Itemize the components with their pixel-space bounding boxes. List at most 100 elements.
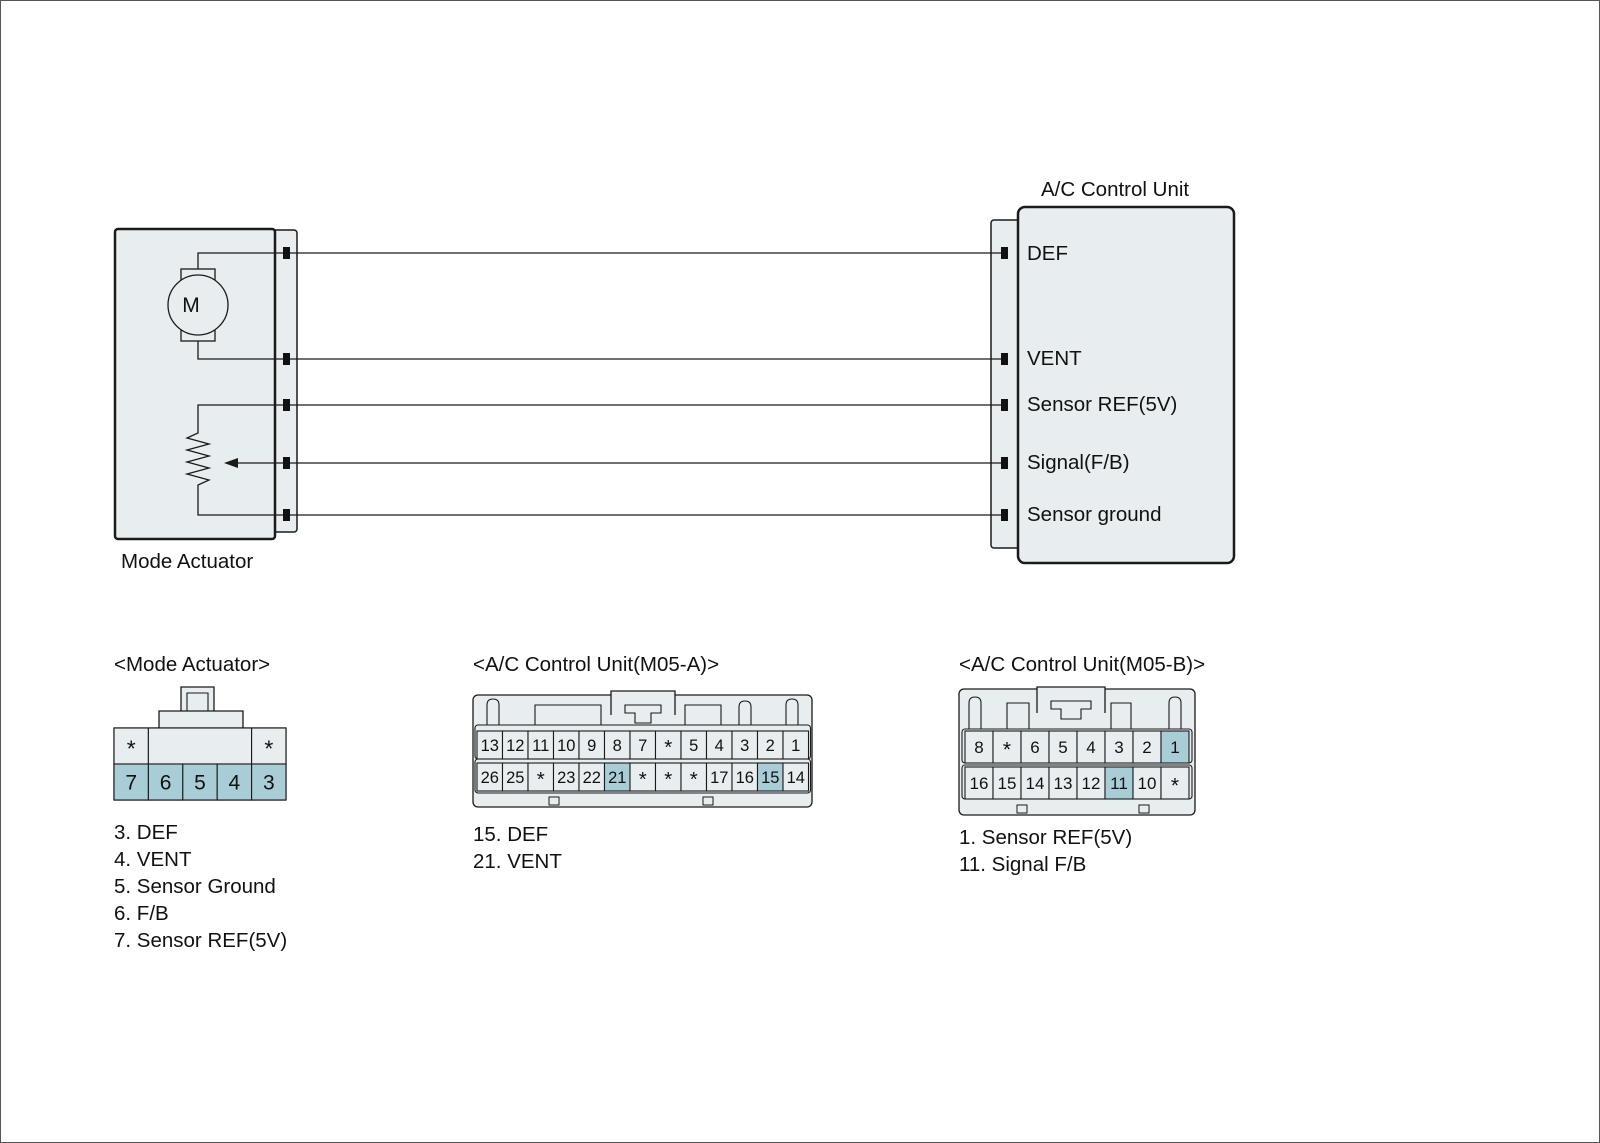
pin-number: 12 xyxy=(1082,774,1101,793)
pin-cell xyxy=(756,762,784,792)
pin-cell xyxy=(113,763,149,801)
pin-cell xyxy=(1160,766,1190,800)
pin-cell xyxy=(527,730,555,760)
pin-number: 17 xyxy=(710,769,728,787)
pin-cell xyxy=(216,763,253,801)
pin-cell xyxy=(964,766,994,800)
pin-number: 22 xyxy=(583,769,601,787)
legend-item: 7. Sensor REF(5V) xyxy=(114,929,288,952)
pin-number: 14 xyxy=(787,769,805,787)
pin-cell xyxy=(680,762,708,792)
control-unit-terminal xyxy=(1001,509,1008,521)
pin-number: 2 xyxy=(1142,738,1151,757)
control-unit-component xyxy=(990,205,1236,565)
pin-cell xyxy=(654,730,682,760)
pin-number: * xyxy=(264,735,273,761)
pin-number: 1 xyxy=(791,737,800,755)
pin-number: 7 xyxy=(638,737,647,755)
pin-number: 5 xyxy=(194,772,206,795)
pin-cell xyxy=(147,763,184,801)
pin-number: 5 xyxy=(689,737,698,755)
legend-item: 3. DEF xyxy=(114,821,178,844)
pin-number: 3 xyxy=(263,772,275,795)
pin-number: 3 xyxy=(1114,738,1123,757)
control-unit-terminal xyxy=(1001,457,1008,469)
pin-number: 16 xyxy=(736,769,754,787)
mode-actuator-pin-legend: 3. DEF 4. VENT 5. Sensor Ground 6. F/B 7… xyxy=(114,819,287,954)
control-unit-pin-vent: VENT xyxy=(1027,347,1082,370)
mode-actuator-connector-title: <Mode Actuator> xyxy=(114,653,271,676)
pin-cell xyxy=(182,763,218,801)
pin-number: 25 xyxy=(506,769,524,787)
pin-cell xyxy=(113,727,149,765)
pin-cell xyxy=(251,763,287,801)
legend-item: 1. Sensor REF(5V) xyxy=(959,826,1133,849)
pin-cell xyxy=(527,762,555,792)
pin-number: * xyxy=(1171,774,1179,797)
pin-cell xyxy=(705,730,733,760)
pin-number: 7 xyxy=(125,772,137,795)
actuator-terminal xyxy=(283,399,290,411)
legend-item: 4. VENT xyxy=(114,848,192,871)
pin-number: 16 xyxy=(970,774,989,793)
pin-number: 23 xyxy=(557,769,575,787)
legend-item: 15. DEF xyxy=(473,823,549,846)
m05b-connector-title: <A/C Control Unit(M05-B)> xyxy=(959,653,1206,676)
control-unit-pin-sensor-ground: Sensor ground xyxy=(1027,503,1162,526)
control-unit-pin-signal: Signal(F/B) xyxy=(1027,451,1130,474)
control-unit-connector-strip xyxy=(990,219,1022,549)
pin-cell xyxy=(1020,766,1050,800)
actuator-label: Mode Actuator xyxy=(121,550,254,573)
pin-number: 11 xyxy=(1110,774,1128,793)
pin-cell xyxy=(1104,730,1134,764)
pin-number: 8 xyxy=(974,738,983,757)
legend-item: 11. Signal F/B xyxy=(959,853,1087,876)
wires xyxy=(290,252,1001,516)
pin-cell xyxy=(578,730,606,760)
m05a-pin-legend: 15. DEF 21. VENT xyxy=(473,821,562,875)
pin-number: 11 xyxy=(532,737,549,755)
pin-number: 10 xyxy=(1138,774,1157,793)
pin-cell xyxy=(501,730,529,760)
pin-cell xyxy=(731,762,759,792)
pin-cell xyxy=(1048,730,1078,764)
legend-item: 5. Sensor Ground xyxy=(114,875,276,898)
pin-number: * xyxy=(639,768,647,791)
legend-item: 21. VENT xyxy=(473,850,562,873)
pin-number: 5 xyxy=(1058,738,1067,757)
pin-number: 9 xyxy=(587,737,596,755)
pin-number: * xyxy=(127,735,136,761)
pin-cell xyxy=(992,730,1022,764)
pin-number: 10 xyxy=(557,737,575,755)
pin-number: 4 xyxy=(229,772,241,795)
pin-number: 15 xyxy=(761,769,779,787)
actuator-terminal xyxy=(283,247,290,259)
pin-number: 3 xyxy=(740,737,749,755)
pin-cell xyxy=(1048,766,1078,800)
actuator-terminal xyxy=(283,509,290,521)
pin-number: 14 xyxy=(1026,774,1045,793)
pin-number: * xyxy=(537,768,545,791)
pin-cell xyxy=(1020,730,1050,764)
pin-number: 2 xyxy=(766,737,775,755)
pin-cell xyxy=(629,762,657,792)
mode-actuator-component xyxy=(113,227,298,541)
pin-cell xyxy=(782,762,810,792)
pin-number: 4 xyxy=(1086,738,1095,757)
pin-number: 26 xyxy=(481,769,499,787)
pin-cell xyxy=(992,766,1022,800)
pin-number: 4 xyxy=(715,737,724,755)
pin-cell xyxy=(1160,730,1190,764)
pin-number: 6 xyxy=(1030,738,1039,757)
legend-item: 6. F/B xyxy=(114,902,169,925)
motor-symbol-label: M xyxy=(182,294,200,317)
pin-cell xyxy=(782,730,810,760)
control-unit-pin-sensor-ref: Sensor REF(5V) xyxy=(1027,393,1178,416)
pin-cell xyxy=(147,727,253,765)
pin-number: 8 xyxy=(613,737,622,755)
